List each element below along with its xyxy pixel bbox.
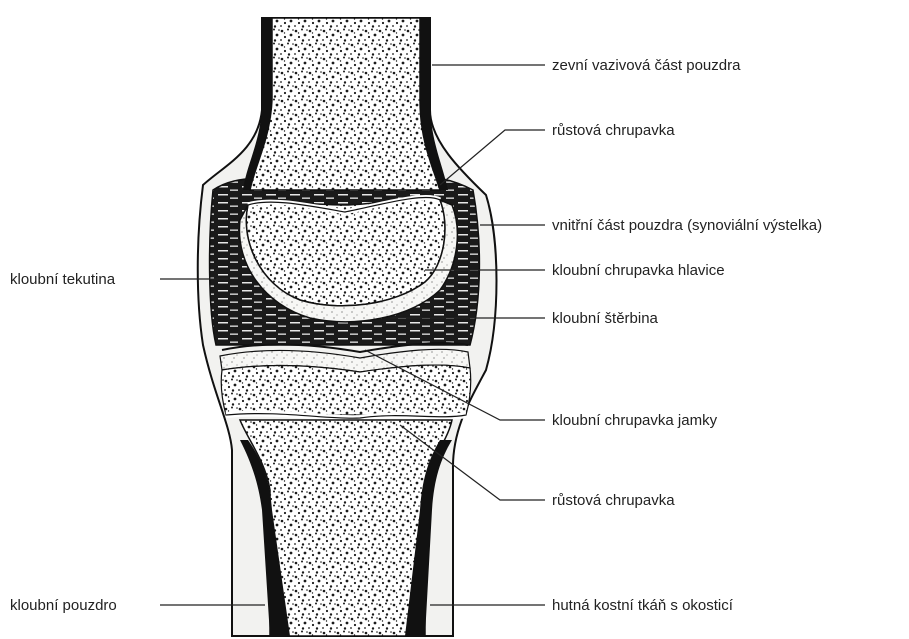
upper-bone [250, 18, 440, 190]
label-socket-cartilage: kloubní chrupavka jamky [552, 412, 718, 429]
label-growth-cartilage-lower: růstová chrupavka [552, 492, 675, 509]
lower-epiphysis [221, 365, 471, 415]
label-joint-capsule: kloubní pouzdro [10, 597, 117, 614]
label-growth-cartilage-upper: růstová chrupavka [552, 122, 675, 139]
label-head-cartilage: kloubní chrupavka hlavice [552, 262, 725, 279]
label-synovial-fluid: kloubní tekutina [10, 271, 116, 288]
label-synovial-lining: vnitřní část pouzdra (synoviální výstelk… [552, 217, 822, 234]
label-compact-bone: hutná kostní tkáň s okosticí [552, 597, 734, 614]
joint-illustration [198, 18, 497, 636]
label-joint-space: kloubní štěrbina [552, 310, 659, 327]
label-outer-fibrous-capsule: zevní vazivová část pouzdra [552, 57, 741, 74]
